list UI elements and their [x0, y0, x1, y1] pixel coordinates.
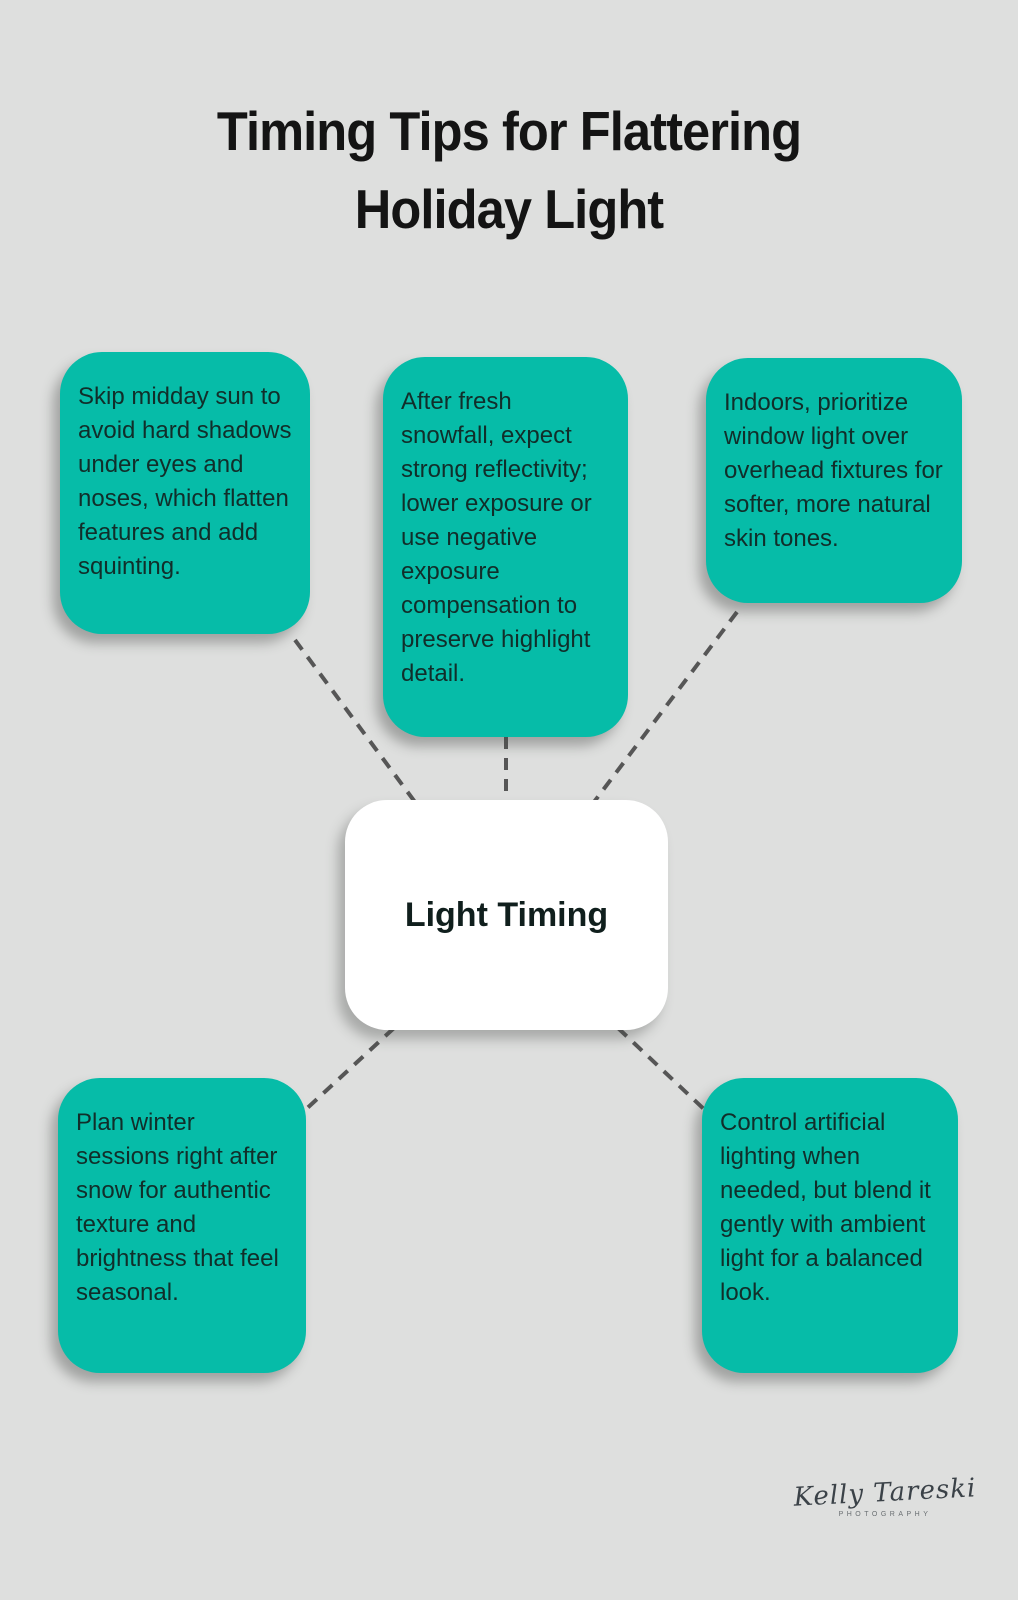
- tip-text: Control artificial lighting when needed,…: [720, 1109, 931, 1306]
- tip-text: Indoors, prioritize window light over ov…: [724, 389, 943, 552]
- signature-subtitle: PHOTOGRAPHY: [838, 1511, 932, 1518]
- connector-bottom-left: [301, 1026, 396, 1114]
- tip-box-midday-sun: Skip midday sun to avoid hard shadows un…: [60, 352, 310, 634]
- center-node-light-timing: Light Timing: [345, 800, 668, 1030]
- photographer-signature: Kelly Tareski PHOTOGRAPHY: [780, 1473, 990, 1518]
- tip-text: Plan winter sessions right after snow fo…: [76, 1109, 279, 1306]
- page-title-text: Timing Tips for Flattering Holiday Light: [216, 100, 802, 241]
- tip-text: Skip midday sun to avoid hard shadows un…: [78, 383, 292, 580]
- page-title: Timing Tips for Flattering Holiday Light: [41, 92, 978, 248]
- connector-bottom-right: [616, 1026, 709, 1114]
- tip-box-artificial-lighting: Control artificial lighting when needed,…: [702, 1078, 958, 1373]
- tip-box-winter-sessions: Plan winter sessions right after snow fo…: [58, 1078, 306, 1373]
- tip-box-window-light: Indoors, prioritize window light over ov…: [706, 358, 962, 603]
- signature-name: Kelly Tareski: [792, 1473, 978, 1513]
- center-node-label: Light Timing: [404, 895, 609, 934]
- tip-text: After fresh snowfall, expect strong refl…: [401, 388, 592, 687]
- tip-box-snowfall-reflectivity: After fresh snowfall, expect strong refl…: [383, 357, 628, 737]
